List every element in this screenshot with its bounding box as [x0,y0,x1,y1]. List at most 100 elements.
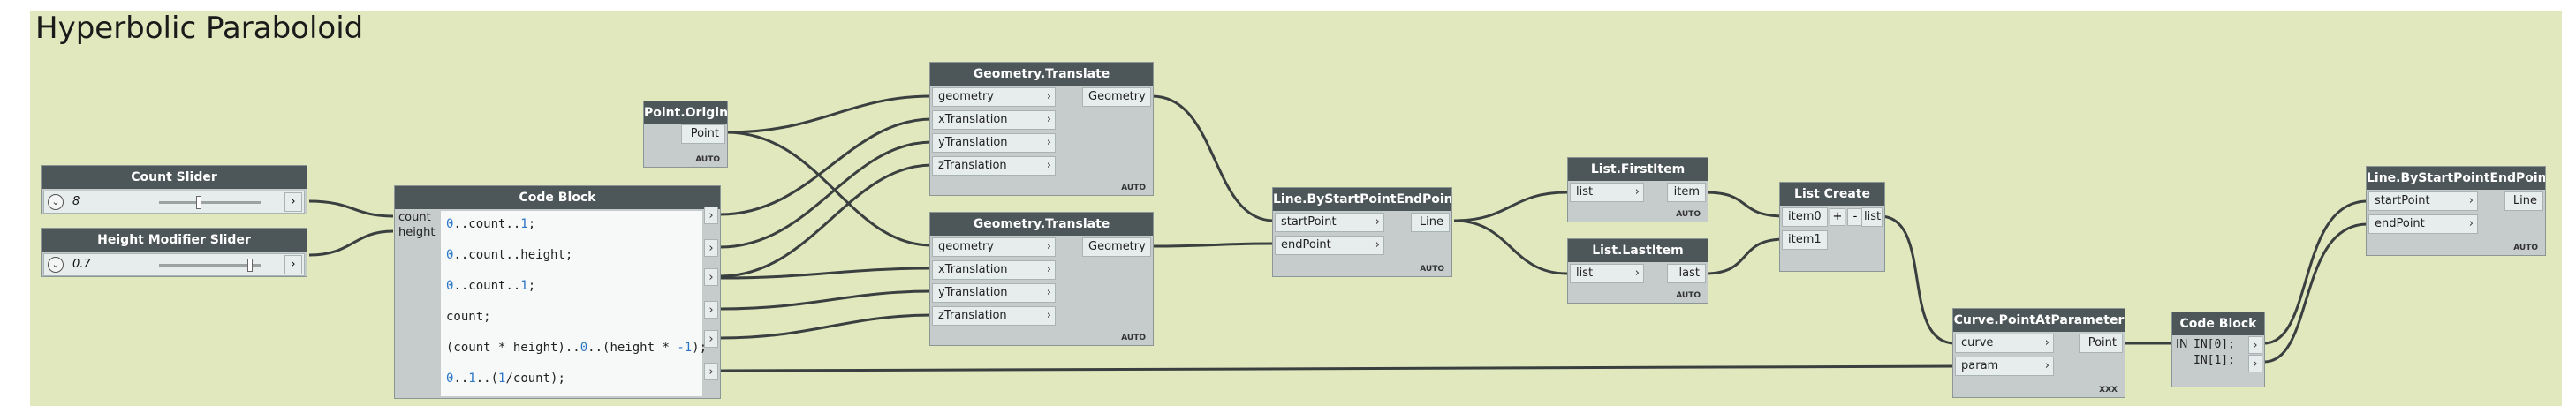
wire [719,117,933,216]
code-line[interactable]: IN[1]; [2193,354,2235,367]
input-ztranslation[interactable]: zTranslation› [932,156,1056,176]
node-title: Geometry.Translate [930,213,1153,236]
wire [725,131,933,247]
output-point[interactable]: Point [681,124,725,144]
output-arrow-icon[interactable]: › [704,268,718,286]
output-arrow-icon[interactable]: › [2248,355,2262,372]
output-arrow-icon[interactable]: › [704,206,718,224]
output-arrow-icon[interactable]: › [284,192,302,212]
output-item[interactable]: item [1667,183,1706,202]
chevron-right-icon: › [1046,240,1051,253]
input-item0[interactable]: item0 [1782,207,1828,227]
output-arrow-icon[interactable]: › [704,301,718,319]
slider-value[interactable]: 0.7 [72,258,91,271]
code-line[interactable]: IN[0]; [2193,338,2235,351]
wire [719,140,933,249]
wire [1151,94,1275,222]
input-geometry[interactable]: geometry› [932,237,1056,257]
wire [2263,222,2368,364]
wire [719,313,933,340]
output-arrow-icon[interactable]: › [284,255,302,274]
input-height[interactable]: height [398,226,436,239]
lacing-label: AUTO [1121,334,1146,342]
node-geometry-translate[interactable]: Geometry.Translate geometry› xTranslatio… [929,62,1154,196]
input-item1[interactable]: item1 [1782,230,1828,250]
node-list-first-item[interactable]: List.FirstItem list› item AUTO [1567,157,1708,222]
lacing-label: AUTO [2513,244,2538,252]
node-geometry-translate[interactable]: Geometry.Translate geometry› xTranslatio… [929,212,1154,346]
input-endpoint[interactable]: endPoint› [2368,214,2478,234]
node-title: List.LastItem [1568,239,1708,262]
output-geometry[interactable]: Geometry [1082,237,1151,257]
wire [719,364,1956,372]
node-title: List.FirstItem [1568,158,1708,181]
chevron-right-icon: › [1046,159,1051,172]
input-curve[interactable]: curve› [1955,334,2054,353]
output-arrow-icon[interactable]: › [704,330,718,348]
wire [725,94,933,134]
output-arrow-icon[interactable]: › [2248,336,2262,354]
input-geometry[interactable]: geometry› [932,87,1056,107]
input-list[interactable]: list› [1570,264,1644,283]
lacing-label: AUTO [695,155,720,164]
wire [1151,242,1275,248]
output-point[interactable]: Point [2079,334,2123,353]
output-line[interactable]: Line [1411,213,1450,232]
node-line-by-start-point-end-point[interactable]: Line.ByStartPointEndPoint startPoint› en… [2366,166,2546,256]
slider-body: ⌄ 8 › [43,191,305,214]
input-endpoint[interactable]: endPoint› [1275,236,1384,255]
chevron-down-icon[interactable]: ⌄ [48,257,64,273]
node-code-block[interactable]: Code Block count height 0..count..1; 0..… [394,185,721,399]
node-list-create[interactable]: List Create item0 item1 + - list [1779,182,1885,272]
code-line: 0..count..1; [446,217,536,231]
input-xtranslation[interactable]: xTranslation› [932,260,1056,280]
output-line[interactable]: Line [2504,191,2543,211]
output-list[interactable]: list [1861,207,1883,227]
input-xtranslation[interactable]: xTranslation› [932,110,1056,130]
output-last[interactable]: last [1667,264,1706,283]
slider-track[interactable] [159,259,261,272]
output-geometry[interactable]: Geometry [1082,87,1151,107]
node-list-last-item[interactable]: List.LastItem list› last AUTO [1567,238,1708,304]
input-in[interactable]: IN [2176,338,2188,351]
slider-thumb[interactable] [246,259,253,272]
input-ytranslation[interactable]: yTranslation› [932,133,1056,153]
code-editor[interactable]: 0..count..1; 0..count..height; 0..count.… [441,211,707,396]
input-startpoint[interactable]: startPoint› [1275,213,1384,232]
input-param[interactable]: param› [1955,357,2054,376]
wire [1704,237,1785,275]
output-arrow-icon[interactable]: › [704,363,718,380]
node-curve-point-at-parameter[interactable]: Curve.PointAtParameter curve› param› Poi… [1952,308,2125,398]
slider-thumb[interactable] [195,196,201,209]
node-line-by-start-point-end-point[interactable]: Line.ByStartPointEndPoint startPoint› en… [1272,187,1452,277]
wire [1704,191,1785,218]
chevron-right-icon: › [2044,359,2049,372]
node-height-modifier-slider[interactable]: Height Modifier Slider ⌄ 0.7 › [41,228,307,277]
node-title: Code Block [2172,312,2264,335]
wire [1453,191,1568,222]
lacing-label: AUTO [1676,291,1701,300]
slider-value[interactable]: 8 [72,195,80,208]
node-title: Point.Origin [644,101,727,124]
input-count[interactable]: count [398,211,431,224]
chevron-right-icon: › [1046,286,1051,299]
node-count-slider[interactable]: Count Slider ⌄ 8 › [41,165,307,214]
chevron-right-icon: › [1046,136,1051,149]
add-input-button[interactable]: + [1830,208,1845,226]
input-startpoint[interactable]: startPoint› [2368,191,2478,211]
node-point-origin[interactable]: Point.Origin Point AUTO [643,101,728,168]
code-line: 0..count..1; [446,279,536,293]
input-ytranslation[interactable]: yTranslation› [932,283,1056,303]
chevron-right-icon: › [1375,238,1380,252]
wire [308,229,394,257]
lacing-label: AUTO [1121,184,1146,192]
input-ztranslation[interactable]: zTranslation› [932,306,1056,326]
node-title: Line.ByStartPointEndPoint [2367,167,2545,190]
slider-track[interactable] [159,196,261,209]
chevron-down-icon[interactable]: ⌄ [48,194,64,210]
output-arrow-icon[interactable]: › [704,239,718,257]
node-code-block[interactable]: Code Block IN IN[0]; IN[1]; › › [2171,312,2265,387]
input-list[interactable]: list› [1570,183,1644,202]
